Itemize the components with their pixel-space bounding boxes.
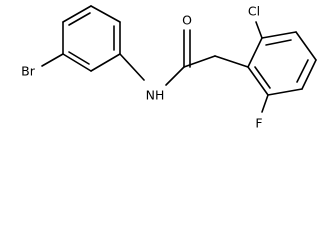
c-n-bond [119, 53, 145, 81]
chlorofluorophenyl-ring [247, 31, 317, 96]
bond [301, 59, 317, 90]
structural-formula: Br NH O Cl F [21, 4, 317, 131]
chlorine-atom-label: Cl [248, 4, 260, 19]
aromatic-inner-bond [68, 12, 91, 26]
c-cl-bond [255, 21, 263, 39]
aromatic-inner-bond [265, 39, 292, 46]
n-c-amide-bond [165, 66, 185, 86]
alpha-ch2-bond [183, 55, 216, 68]
aromatic-inner-bond [254, 66, 271, 89]
nitrogen-atom-label: NH [146, 88, 165, 103]
bond [90, 53, 121, 72]
bond [62, 5, 92, 23]
aromatic-inner-bond [68, 51, 90, 65]
c-br-bond [41, 53, 64, 67]
aromatic-inner-bond [296, 59, 309, 83]
fluorine-atom-label: F [255, 116, 262, 131]
oxygen-atom-label: O [182, 13, 192, 28]
ch2-aryl-bond [214, 55, 249, 68]
c-f-bond [261, 94, 269, 113]
bond [295, 31, 317, 61]
bond [247, 37, 263, 68]
bond [90, 5, 121, 23]
bromophenyl-ring [62, 5, 121, 72]
bond [267, 88, 303, 96]
bromine-atom-label: Br [21, 64, 36, 79]
bond [247, 66, 269, 96]
bond [261, 31, 297, 39]
bond [62, 53, 92, 72]
